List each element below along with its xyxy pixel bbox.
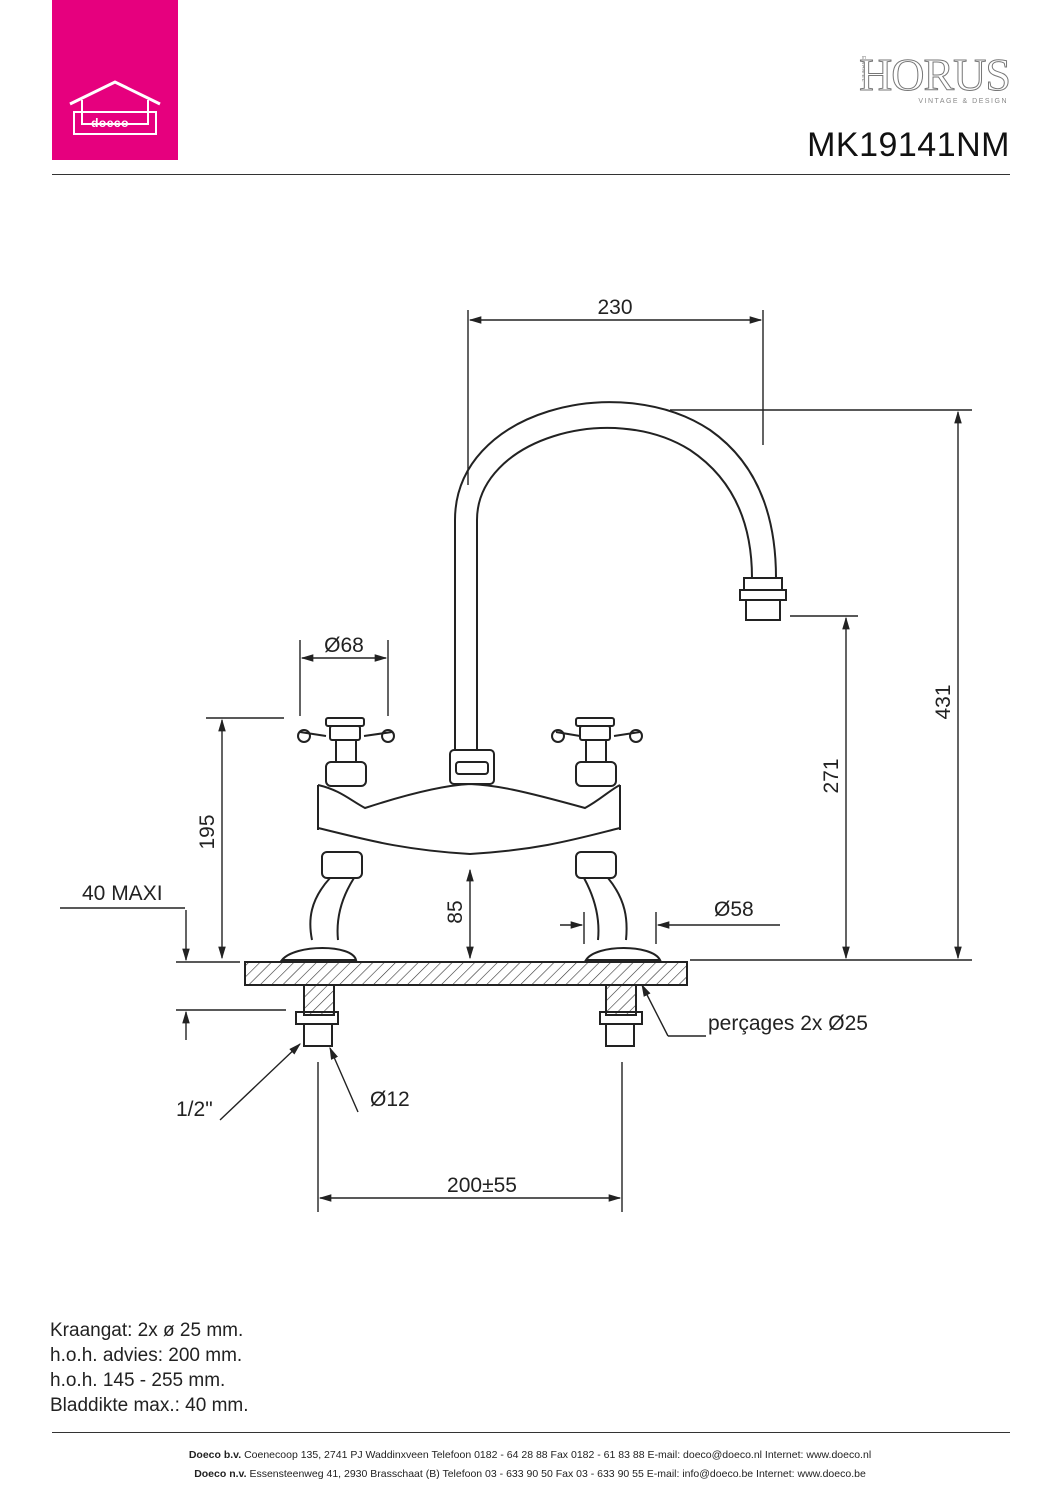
model-code: MK19141NM	[807, 126, 1010, 164]
footer-details-nl: Coenecoop 135, 2741 PJ Waddinxveen Telef…	[244, 1449, 872, 1461]
dim-base-diameter: Ø58	[714, 898, 754, 921]
footer: Doeco b.v. Coenecoop 135, 2741 PJ Waddin…	[0, 1446, 1060, 1484]
dim-thread: 1/2"	[176, 1098, 213, 1121]
collection-tagline: VINTAGE & DESIGN	[918, 98, 1008, 105]
footer-company-nl: Doeco b.v.	[188, 1449, 242, 1461]
dim-handle-diameter: Ø68	[324, 634, 364, 657]
spec-line: Kraangat: 2x ø 25 mm.	[50, 1320, 244, 1341]
spec-line: h.o.h. advies: 200 mm.	[50, 1345, 243, 1366]
footer-company-be: Doeco n.v.	[194, 1468, 247, 1480]
dim-drillings: perçages 2x Ø25	[708, 1012, 868, 1035]
footer-line-nl: Doeco b.v. Coenecoop 135, 2741 PJ Waddin…	[0, 1446, 1060, 1465]
countertop-section	[244, 961, 688, 986]
dim-spout-reach: 230	[597, 296, 632, 319]
spec-line: h.o.h. 145 - 255 mm.	[50, 1370, 226, 1391]
dim-spout-height: 271	[820, 758, 843, 793]
dim-max-thickness: 40 MAXI	[82, 882, 163, 905]
collection-logo-text: HORUS	[859, 49, 1012, 100]
header-divider	[52, 174, 1010, 175]
house-logo-icon	[69, 80, 161, 135]
dimension-lines	[60, 310, 972, 1212]
dim-handle-height: 195	[196, 814, 219, 849]
spec-line: Bladdikte max.: 40 mm.	[50, 1395, 249, 1416]
faucet-outline	[279, 401, 787, 1047]
dim-total-height: 431	[932, 684, 955, 719]
brand-logo-block: doeco	[52, 0, 178, 160]
dim-centers: 200±55	[447, 1174, 517, 1197]
dim-bridge-height: 85	[444, 900, 467, 923]
dim-tail-diameter: Ø12	[370, 1088, 410, 1111]
footer-divider	[52, 1432, 1010, 1433]
collection-side-text: ENAMEL	[860, 56, 866, 83]
footer-details-be: Essensteenweg 41, 2930 Brasschaat (B) Te…	[249, 1468, 866, 1480]
technical-drawing: 230 431 271 Ø68 195 40 MAXI 85 Ø58 perça…	[60, 296, 972, 1212]
collection-logo: ENAMEL HORUS VINTAGE & DESIGN	[859, 49, 1012, 110]
brand-name: doeco	[91, 116, 129, 130]
specifications: Kraangat: 2x ø 25 mm. h.o.h. advies: 200…	[50, 1318, 249, 1418]
dimension-labels: 230 431 271 Ø68 195 40 MAXI 85 Ø58 perça…	[82, 296, 955, 1197]
footer-line-be: Doeco n.v. Essensteenweg 41, 2930 Brassc…	[0, 1465, 1060, 1484]
